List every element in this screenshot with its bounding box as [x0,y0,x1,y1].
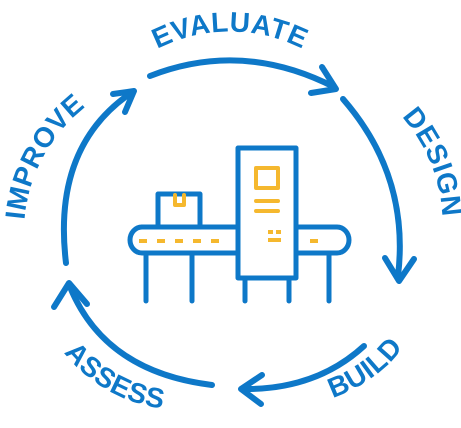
cycle-arrows [51,57,417,407]
arc-evaluate-to-design [147,57,337,90]
arc-design-to-build [340,96,403,279]
conveyor-belt-icon [127,224,352,304]
belt-rollers [139,239,318,243]
arc-improve-to-evaluate [60,90,134,266]
machine-buttons-icon [268,230,281,242]
arrowhead-design-icon [308,64,339,96]
conveyor-machine-icon [127,145,352,304]
package-box-icon [155,191,203,230]
arrowhead-build-icon [382,255,417,284]
arrowhead-evaluate-icon [110,88,137,115]
machine-screen-icon [254,166,280,213]
machine-cabinet-icon [235,145,299,304]
arrowhead-assess-icon [238,372,265,407]
stage-label-design: DESIGN [397,101,461,218]
arrowhead-improve-icon [51,280,90,310]
arc-build-to-assess [240,343,367,393]
stage-label-evaluate: EVALUATE [147,6,313,54]
package-tape-icon [173,193,186,207]
arc-assess-to-improve [67,284,215,388]
stage-labels: EVALUATE DESIGN BUILD ASSESS IMPROVE [0,6,461,415]
